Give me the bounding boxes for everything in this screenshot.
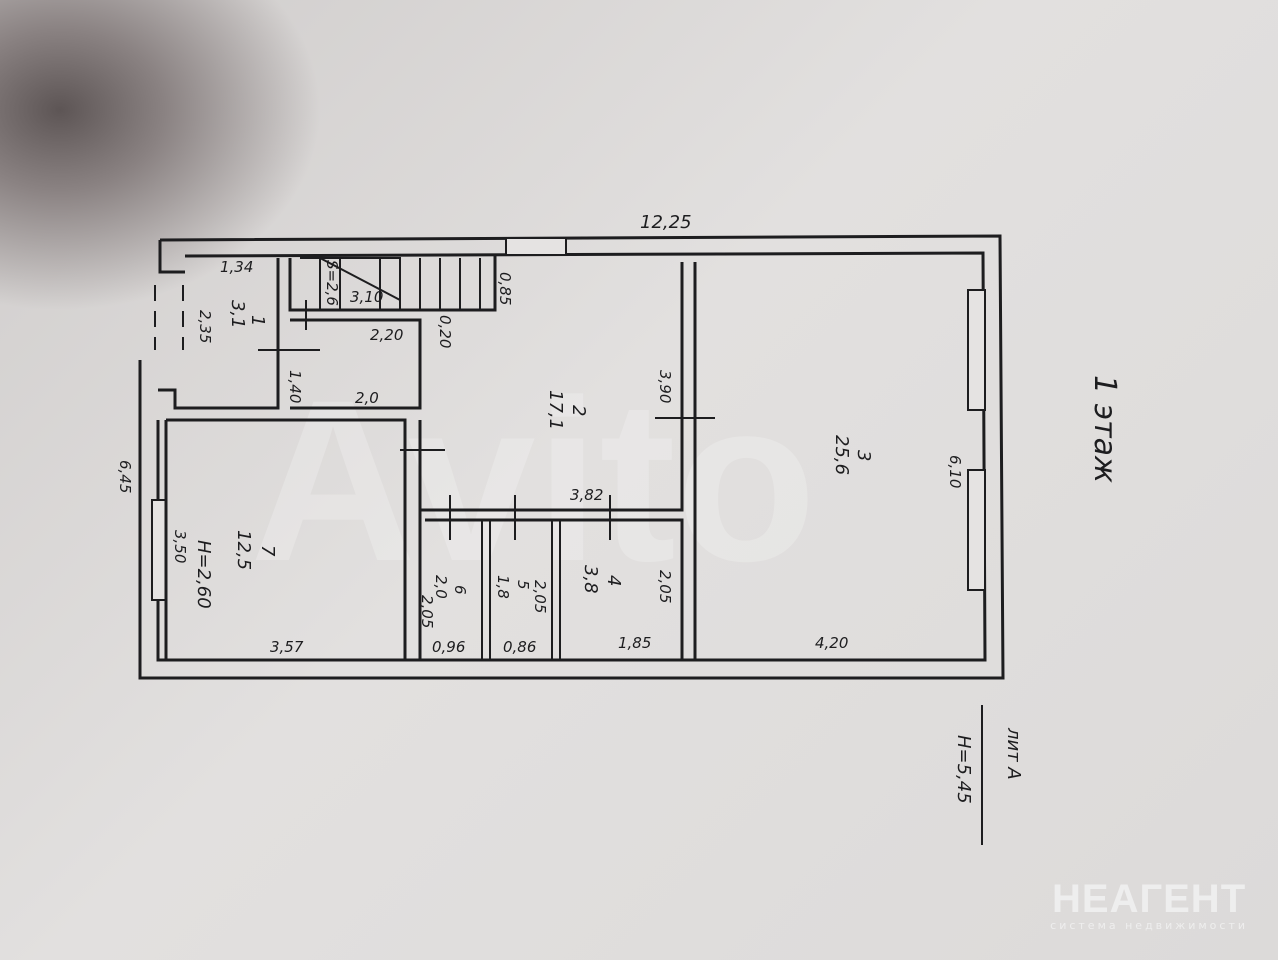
dim-stair-len: 3,10 <box>350 288 383 306</box>
windows <box>151 237 986 601</box>
dim-r1-len: 2,35 <box>196 310 214 343</box>
dim-086: 0,86 <box>503 638 536 656</box>
room-6: 6 2,0 <box>432 575 469 599</box>
room-area: 2,0 <box>432 575 450 599</box>
room-number: 5 <box>514 580 532 590</box>
room-1: 1 3,1 <box>227 300 268 329</box>
lit-name: лит А <box>1003 727 1024 780</box>
room-number: 2 <box>568 405 589 416</box>
dim-205c: 2,05 <box>656 570 674 603</box>
brand-tagline: система недвижимости <box>1050 919 1248 932</box>
brand-logo: НЕАГЕНТ система недвижимости <box>1050 879 1248 932</box>
dim-350: 3,50 <box>171 530 189 563</box>
room-area: 17,1 <box>545 390 566 430</box>
stair-area: S=2,6 <box>323 260 341 306</box>
room-area: 3,1 <box>227 300 248 329</box>
room-area: 12,5 <box>233 530 254 570</box>
room-4: 4 3,8 <box>580 565 624 594</box>
dim-140: 1,40 <box>286 370 304 403</box>
dim-096: 0,96 <box>432 638 465 656</box>
brand-name: НЕАГЕНТ <box>1052 877 1247 921</box>
floor-title: 1 этаж <box>1087 375 1122 483</box>
dim-20: 2,0 <box>355 389 379 407</box>
room-area: 3,8 <box>580 565 601 594</box>
dim-wall-020: 0,20 <box>436 315 454 348</box>
dim-185: 1,85 <box>618 634 651 652</box>
dim-total-width: 6,45 <box>116 460 134 493</box>
dim-390: 3,90 <box>656 370 674 403</box>
room-number: 3 <box>853 450 874 461</box>
room-number: 1 <box>247 315 268 326</box>
watermark-avito: Avito <box>250 352 816 609</box>
lit-label: лит А Н=5,45 <box>953 705 1024 845</box>
dim-stair-w: 0,85 <box>496 272 514 305</box>
dim-357: 3,57 <box>270 638 304 656</box>
inner-walls <box>158 256 715 660</box>
dim-205b: 2,05 <box>531 580 549 613</box>
dim-r1-width: 1,34 <box>220 258 253 276</box>
room-3: 3 25,6 <box>831 435 874 475</box>
room-number: 6 <box>451 585 469 595</box>
room-number: 4 <box>603 575 624 586</box>
dim-total-length: 12,25 <box>640 212 692 233</box>
room-7: 7 12,5 Н=2,60 <box>193 530 278 609</box>
room-5: 5 1,8 <box>494 575 532 599</box>
room-area: 25,6 <box>831 435 852 475</box>
ceiling-height: Н=2,60 <box>193 540 214 609</box>
dim-382: 3,82 <box>570 486 603 504</box>
dim-420: 4,20 <box>815 634 848 652</box>
lit-height: Н=5,45 <box>953 735 974 804</box>
dim-205a: 2,05 <box>418 595 436 628</box>
room-2: 2 17,1 <box>545 390 589 430</box>
room-area: 1,8 <box>494 575 512 599</box>
dim-220: 2,20 <box>370 326 403 344</box>
room-number: 7 <box>257 545 278 557</box>
dim-610: 6,10 <box>946 455 964 488</box>
